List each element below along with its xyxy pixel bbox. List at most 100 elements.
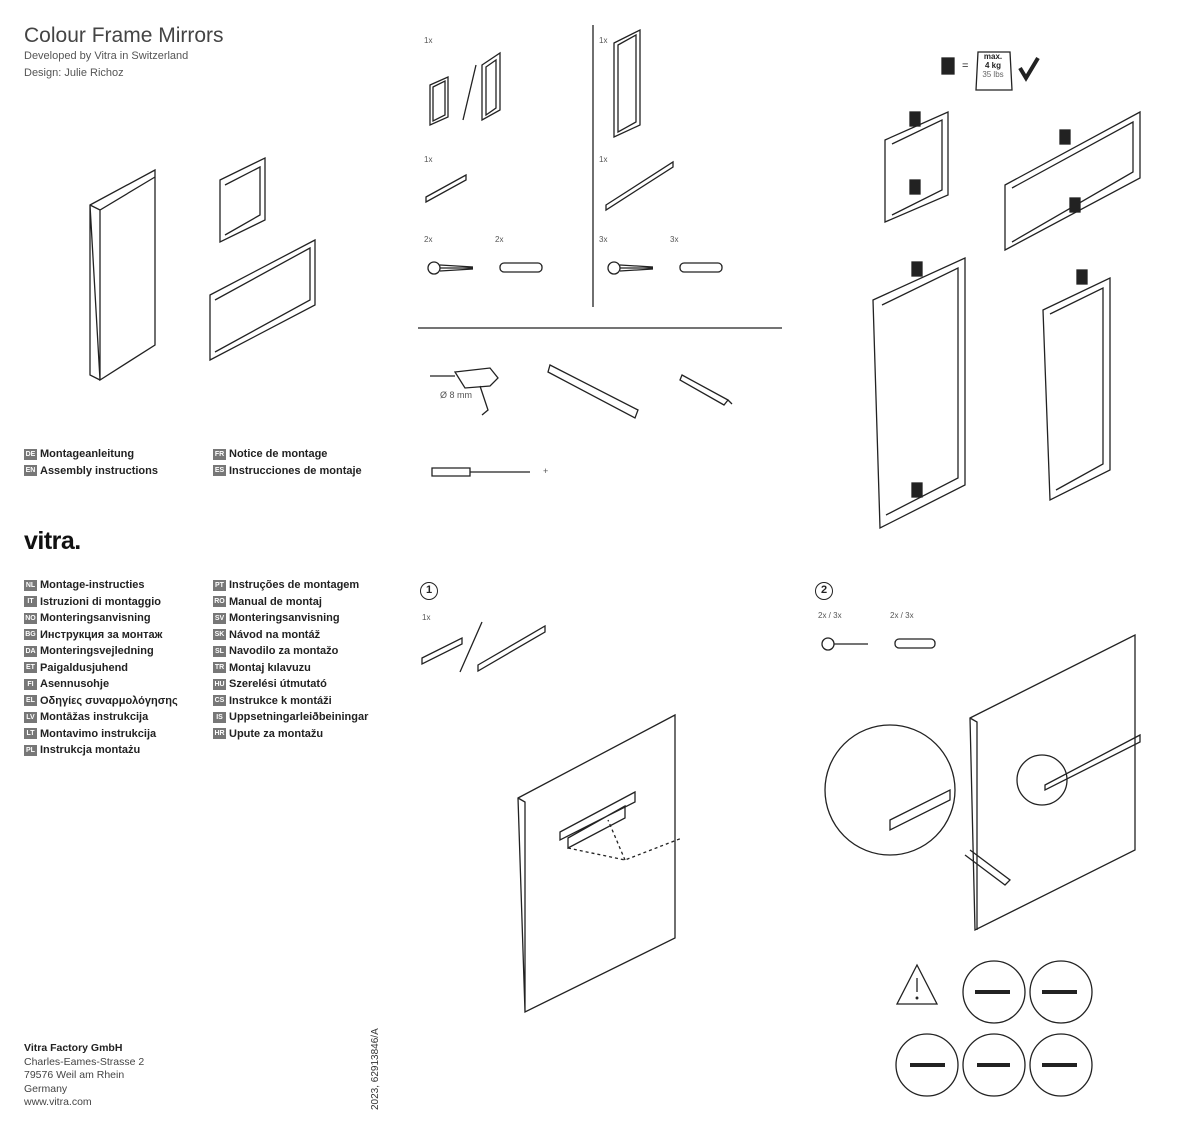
language-code: HU [213,678,226,690]
tools-illustration [430,364,733,477]
language-label: Instrukce k montáži [229,694,332,707]
drill-icon [430,367,499,416]
language-label: Montage-instructies [40,579,145,592]
language-code: DA [24,645,37,657]
language-label: Montāžas instrukcija [40,711,149,724]
language-code: ET [24,662,37,674]
language-label: Istruzioni di montaggio [40,595,161,608]
language-code: EL [24,695,37,707]
qty-frame-small: 1x [424,36,433,45]
language-code: IS [213,711,226,723]
language-code: PT [213,579,226,591]
step-1-number: 1 [420,582,438,600]
street: Charles-Eames-Strasse 2 [24,1055,145,1068]
vitra-logo: vitra. [24,527,81,555]
website-link[interactable]: www.vitra.com [24,1096,92,1108]
language-code: NO [24,612,37,624]
language-code: SL [213,645,226,657]
language-code: FI [24,678,37,690]
plus-sign: + [543,466,549,476]
wall-types-illustration [895,960,1093,1097]
language-label: Οδηγίες συναρμολόγησης [40,694,178,707]
step-1-qty: 1x [422,613,431,622]
language-label: Paigaldusjuhend [40,661,129,674]
language-code: BG [24,629,37,641]
parts-divider [418,25,782,329]
step-2-number: 2 [815,582,833,600]
company-name: Vitra Factory GmbH [24,1042,123,1054]
language-label: Uppsetningarleiðbeiningar [229,711,369,724]
language-label: Montavimo instrukcija [40,727,157,740]
qty-plug-small: 2x [495,235,504,244]
developed-note: Developed by Vitra in Switzerland [24,50,189,62]
document-title: Colour Frame Mirrors [24,24,224,47]
qty-frame-large: 1x [599,36,608,45]
qty-rail-small: 1x [424,155,433,164]
weight-icon [941,51,1040,91]
language-label: Instrukcja montażu [40,744,141,757]
designer-note: Design: Julie Richoz [24,67,124,79]
wall-plug-icon [499,262,543,273]
document-number: 2023, 62913846/A [370,1028,381,1110]
qty-rail-large: 1x [599,155,608,164]
language-code: TR [213,662,226,674]
language-code: IT [24,596,37,608]
city: 79576 Weil am Rhein [24,1069,125,1081]
spirit-level-icon [547,364,639,419]
language-label: Monteringsvejledning [40,645,154,658]
qty-plug-large: 3x [670,235,679,244]
mirror-weights-illustration [872,110,1141,530]
language-code: CS [213,695,226,707]
step-2-qty-screw: 2x / 3x [818,611,842,620]
language-code: NL [24,579,37,591]
qty-screw-large: 3x [599,235,608,244]
warning-icon [895,963,939,1005]
qty-screw-small: 2x [424,235,433,244]
equals-sign: = [962,60,969,72]
language-label: Szerelési útmutató [229,678,327,691]
step-2-illustration [821,633,1141,932]
language-code: SV [213,612,226,624]
screwdriver-icon [431,467,530,477]
language-code: PL [24,744,37,756]
pencil-icon [679,374,733,406]
country: Germany [24,1082,68,1095]
step-1-illustration [421,621,683,1014]
language-code: LV [24,711,37,723]
language-label: Asennusohje [40,678,110,691]
step-2-qty-plug: 2x / 3x [890,611,914,620]
language-code: RO [213,596,226,608]
language-code: HR [213,728,226,740]
screw-icon [427,261,474,275]
language-code: SK [213,629,226,641]
mirrors-illustration [89,156,316,382]
language-code: LT [24,728,37,740]
language-label: Manual de montaj [229,595,322,608]
language-label: Návod na montáž [229,628,321,641]
language-label: Navodilo za montažo [229,645,339,658]
language-label: Инструкция за монтаж [40,628,163,641]
language-label: Monteringsanvisning [40,612,151,625]
